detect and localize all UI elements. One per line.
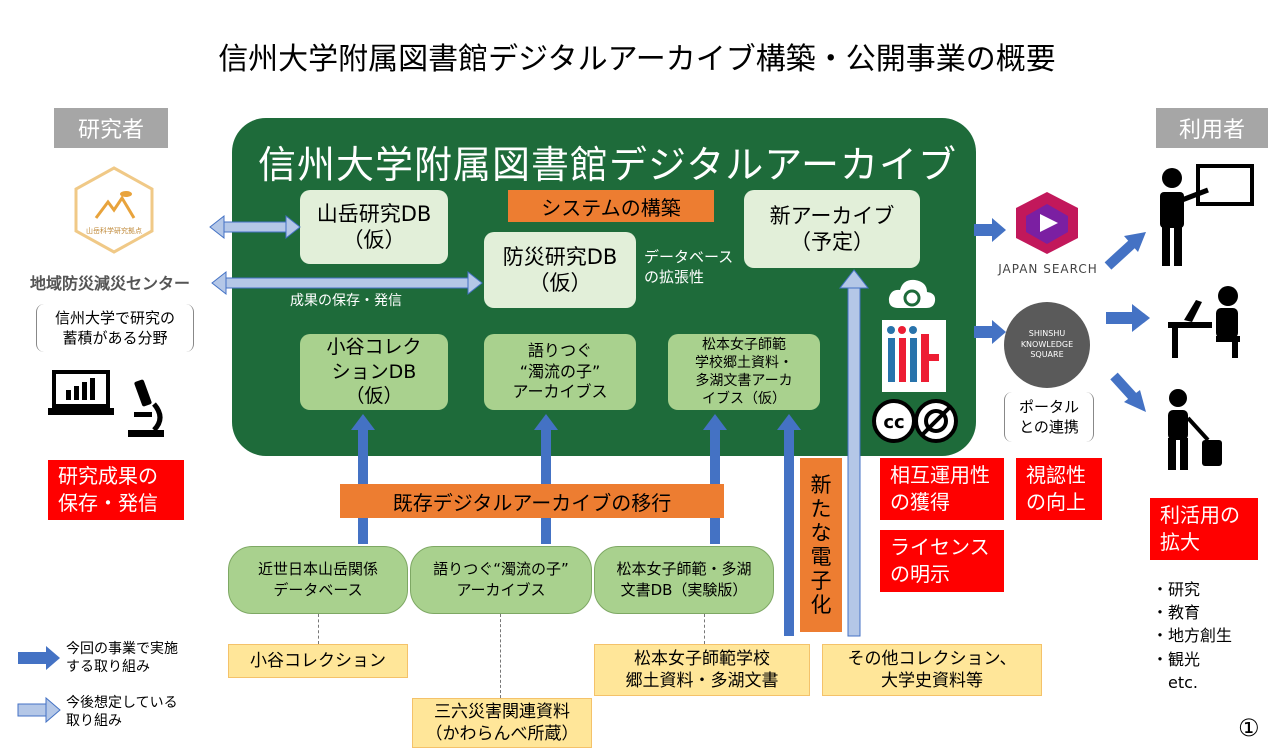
collection-otani: 小谷コレクション — [228, 644, 408, 678]
use-list: ・研究 ・教育 ・地方創生 ・観光 etc. — [1152, 578, 1262, 694]
disaster-center-name: 地域防災減災センター — [30, 274, 191, 293]
use-item: etc. — [1168, 672, 1198, 692]
use-item: ・観光 — [1152, 649, 1201, 669]
connector-line — [500, 614, 501, 698]
page-number: ① — [1238, 714, 1260, 742]
arrow-to-shinshu — [974, 320, 1006, 344]
user-label: 利用者 — [1156, 108, 1268, 148]
up-arrow-new-digitization — [777, 414, 801, 636]
arrow-to-teacher — [1104, 232, 1146, 270]
archive-title: 信州大学附属図書館デジタルアーカイブ — [258, 143, 957, 187]
connector-line — [318, 614, 319, 644]
iiif-logo-icon — [882, 320, 946, 392]
arrow-to-worker — [1106, 304, 1150, 332]
svg-text:cc: cc — [883, 412, 904, 433]
db-kataritsugu: 語りつぐ “濁流の子” アーカイブス — [484, 334, 636, 410]
preserve-note: 成果の保存・発信 — [290, 293, 402, 309]
collection-sanroku: 三六災害関連資料 （かわらんべ所蔵） — [412, 698, 592, 748]
existing-db-kinsei: 近世日本山岳関係 データベース — [228, 546, 408, 614]
arrow-to-traveler — [1110, 372, 1146, 412]
db-mountain-research: 山岳研究DB （仮） — [300, 190, 448, 264]
up-arrow-kataritsugu — [534, 414, 558, 544]
japan-search-logo-icon — [1012, 190, 1082, 256]
portal-link-note: ポータル との連携 — [1004, 392, 1094, 442]
legend-future-text: 今後想定している 取り組み — [66, 695, 178, 730]
researcher-double-arrow-2 — [211, 270, 483, 296]
up-arrow-matsumoto — [703, 414, 727, 544]
use-item: ・教育 — [1152, 603, 1201, 623]
researcher-double-arrow-1 — [209, 214, 301, 240]
laptop-chart-icon — [48, 370, 114, 418]
japan-search-label: JAPAN SEARCH — [998, 262, 1098, 276]
red-box-utilization: 利活用の 拡大 — [1150, 498, 1258, 560]
red-box-license: ライセンス の明示 — [880, 530, 1004, 592]
expandability-note: データベース の拡張性 — [644, 248, 734, 286]
cloud-sync-icon — [886, 276, 938, 312]
page-title: 信州大学附属図書館デジタルアーカイブ構築・公開事業の概要 — [218, 42, 1056, 77]
collection-other: その他コレクション、 大学史資料等 — [822, 644, 1042, 696]
arrow-to-japan-search — [974, 218, 1006, 242]
microscope-icon — [124, 378, 168, 440]
up-arrow-other-collections — [838, 269, 870, 637]
teacher-pictogram-icon — [1146, 160, 1256, 270]
db-matsumoto: 松本女子師範 学校郷土資料・ 多湖文書アーカ イブス（仮） — [668, 334, 820, 410]
connector-line — [704, 614, 705, 644]
researcher-label: 研究者 — [54, 108, 168, 148]
research-areas-note: 信州大学で研究の 蓄積がある分野 — [36, 304, 194, 352]
hexagon-logo-icon — [74, 166, 154, 254]
legend-arrow-future — [17, 696, 61, 724]
legend-current-text: 今回の事業で実施 する取り組み — [66, 641, 178, 676]
use-item: ・地方創生 — [1152, 626, 1233, 646]
up-arrow-otani — [351, 414, 375, 544]
system-construction-label: システムの構築 — [508, 190, 714, 222]
legend-arrow-current — [18, 646, 60, 670]
red-box-research-results: 研究成果の 保存・発信 — [48, 460, 184, 520]
mountain-research-logo: 山岳科学研究拠点 — [74, 166, 154, 254]
new-digitization-label: 新 た な 電 子 化 — [800, 458, 842, 632]
db-new-archive: 新アーカイブ （予定） — [744, 190, 920, 268]
desk-worker-pictogram-icon — [1166, 282, 1250, 360]
logo-text: 山岳科学研究拠点 — [86, 227, 142, 235]
creative-commons-icon: cc — [872, 398, 960, 444]
existing-db-kataritsugu: 語りつぐ“濁流の子” アーカイブス — [410, 546, 592, 614]
use-item: ・研究 — [1152, 580, 1201, 599]
traveler-pictogram-icon — [1150, 388, 1230, 472]
collection-matsumoto: 松本女子師範学校 郷土資料・多湖文書 — [594, 644, 810, 696]
shinshu-knowledge-square-logo: SHINSHU KNOWLEDGE SQUARE — [1004, 302, 1090, 388]
db-otani-collection: 小谷コレク ションDB （仮） — [300, 334, 448, 410]
red-box-interoperability: 相互運用性 の獲得 — [880, 458, 1004, 520]
existing-db-matsumoto: 松本女子師範・多湖 文書DB（実験版） — [594, 546, 774, 614]
db-disaster-research: 防災研究DB （仮） — [484, 232, 636, 308]
migration-label: 既存デジタルアーカイブの移行 — [340, 484, 724, 518]
red-box-visibility: 視認性 の向上 — [1016, 458, 1102, 520]
